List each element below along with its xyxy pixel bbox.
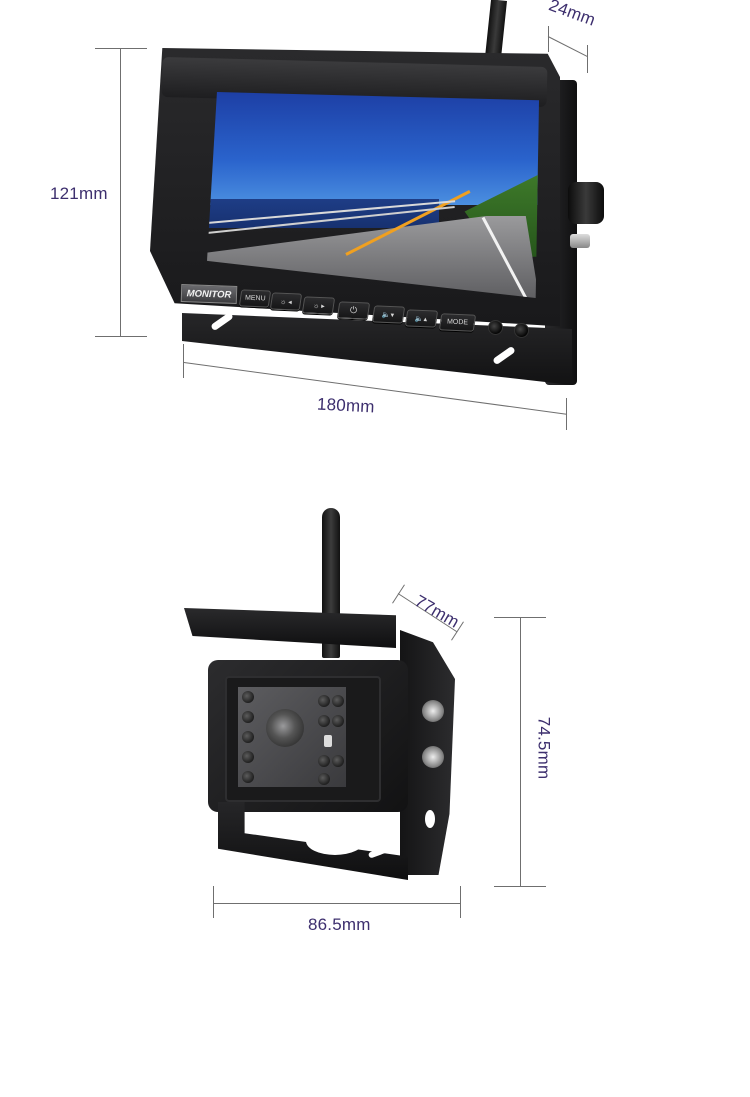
brightness-left-button[interactable]: ☼ ◂ xyxy=(269,292,303,311)
dimension-tick xyxy=(494,886,546,887)
volume-down-button[interactable]: 🔈▾ xyxy=(371,305,406,324)
dimension-line-height xyxy=(120,48,121,337)
power-button[interactable]: ⏻ xyxy=(336,301,371,320)
menu-button[interactable]: MENU xyxy=(238,289,272,308)
camera-product: 77mm 74.5mm 86.5mm xyxy=(0,480,750,960)
ir-led xyxy=(318,755,330,767)
mount-bolt xyxy=(422,746,444,768)
monitor-antenna xyxy=(485,0,507,59)
camera-sun-shield xyxy=(184,608,396,648)
monitor-screen xyxy=(207,92,539,298)
bracket-screw xyxy=(570,234,590,248)
ir-led xyxy=(242,691,254,703)
ir-led xyxy=(332,695,344,707)
ir-led xyxy=(318,715,330,727)
volume-up-button[interactable]: 🔈▴ xyxy=(404,309,439,328)
dimension-line-depth xyxy=(547,36,588,57)
dimension-tick xyxy=(587,45,588,73)
brand-label: MONITOR xyxy=(186,287,232,301)
dimension-line-width xyxy=(213,903,461,904)
light-sensor xyxy=(324,735,332,747)
brightness-right-button[interactable]: ☼ ▸ xyxy=(301,296,336,315)
camera-lens-window xyxy=(238,687,346,787)
monitor-width-label: 180mm xyxy=(316,394,376,417)
camera-width-label: 86.5mm xyxy=(308,915,371,934)
dimension-tick xyxy=(183,344,184,378)
bracket-slot xyxy=(253,817,289,836)
screen-sky xyxy=(207,92,539,206)
bracket-slot xyxy=(306,827,364,855)
ir-sensor xyxy=(488,320,503,335)
bracket-hole xyxy=(425,810,435,828)
camera-height-label: 74.5mm xyxy=(534,716,554,780)
ir-led xyxy=(332,755,344,767)
ir-led xyxy=(242,751,254,763)
ir-led xyxy=(242,711,254,723)
camera-depth-label: 77mm xyxy=(411,591,463,632)
monitor-brand-badge: MONITOR xyxy=(180,284,238,304)
monitor-height-label: 121mm xyxy=(50,184,108,203)
camera-lens xyxy=(266,709,304,747)
dimension-line-height xyxy=(520,617,521,887)
mount-bolt xyxy=(422,700,444,722)
indicator-light xyxy=(514,323,529,338)
mode-button[interactable]: MODE xyxy=(438,313,477,332)
dimension-tick xyxy=(95,48,147,49)
ir-led xyxy=(318,773,330,785)
dimension-tick xyxy=(566,398,567,430)
ir-led xyxy=(242,771,254,783)
bracket-knob[interactable] xyxy=(568,182,604,224)
dimension-tick xyxy=(460,886,461,918)
ir-led xyxy=(242,731,254,743)
ir-led xyxy=(318,695,330,707)
dimension-tick xyxy=(494,617,546,618)
dimension-tick xyxy=(95,336,147,337)
monitor-depth-label: 24mm xyxy=(546,0,599,30)
dimension-tick xyxy=(213,886,214,918)
dimension-tick xyxy=(548,26,549,52)
monitor-product: MONITOR MENU ☼ ◂ ☼ ▸ ⏻ 🔈▾ 🔈▴ MODE 121mm … xyxy=(0,0,750,440)
dimension-tick xyxy=(392,584,405,604)
ir-led xyxy=(332,715,344,727)
